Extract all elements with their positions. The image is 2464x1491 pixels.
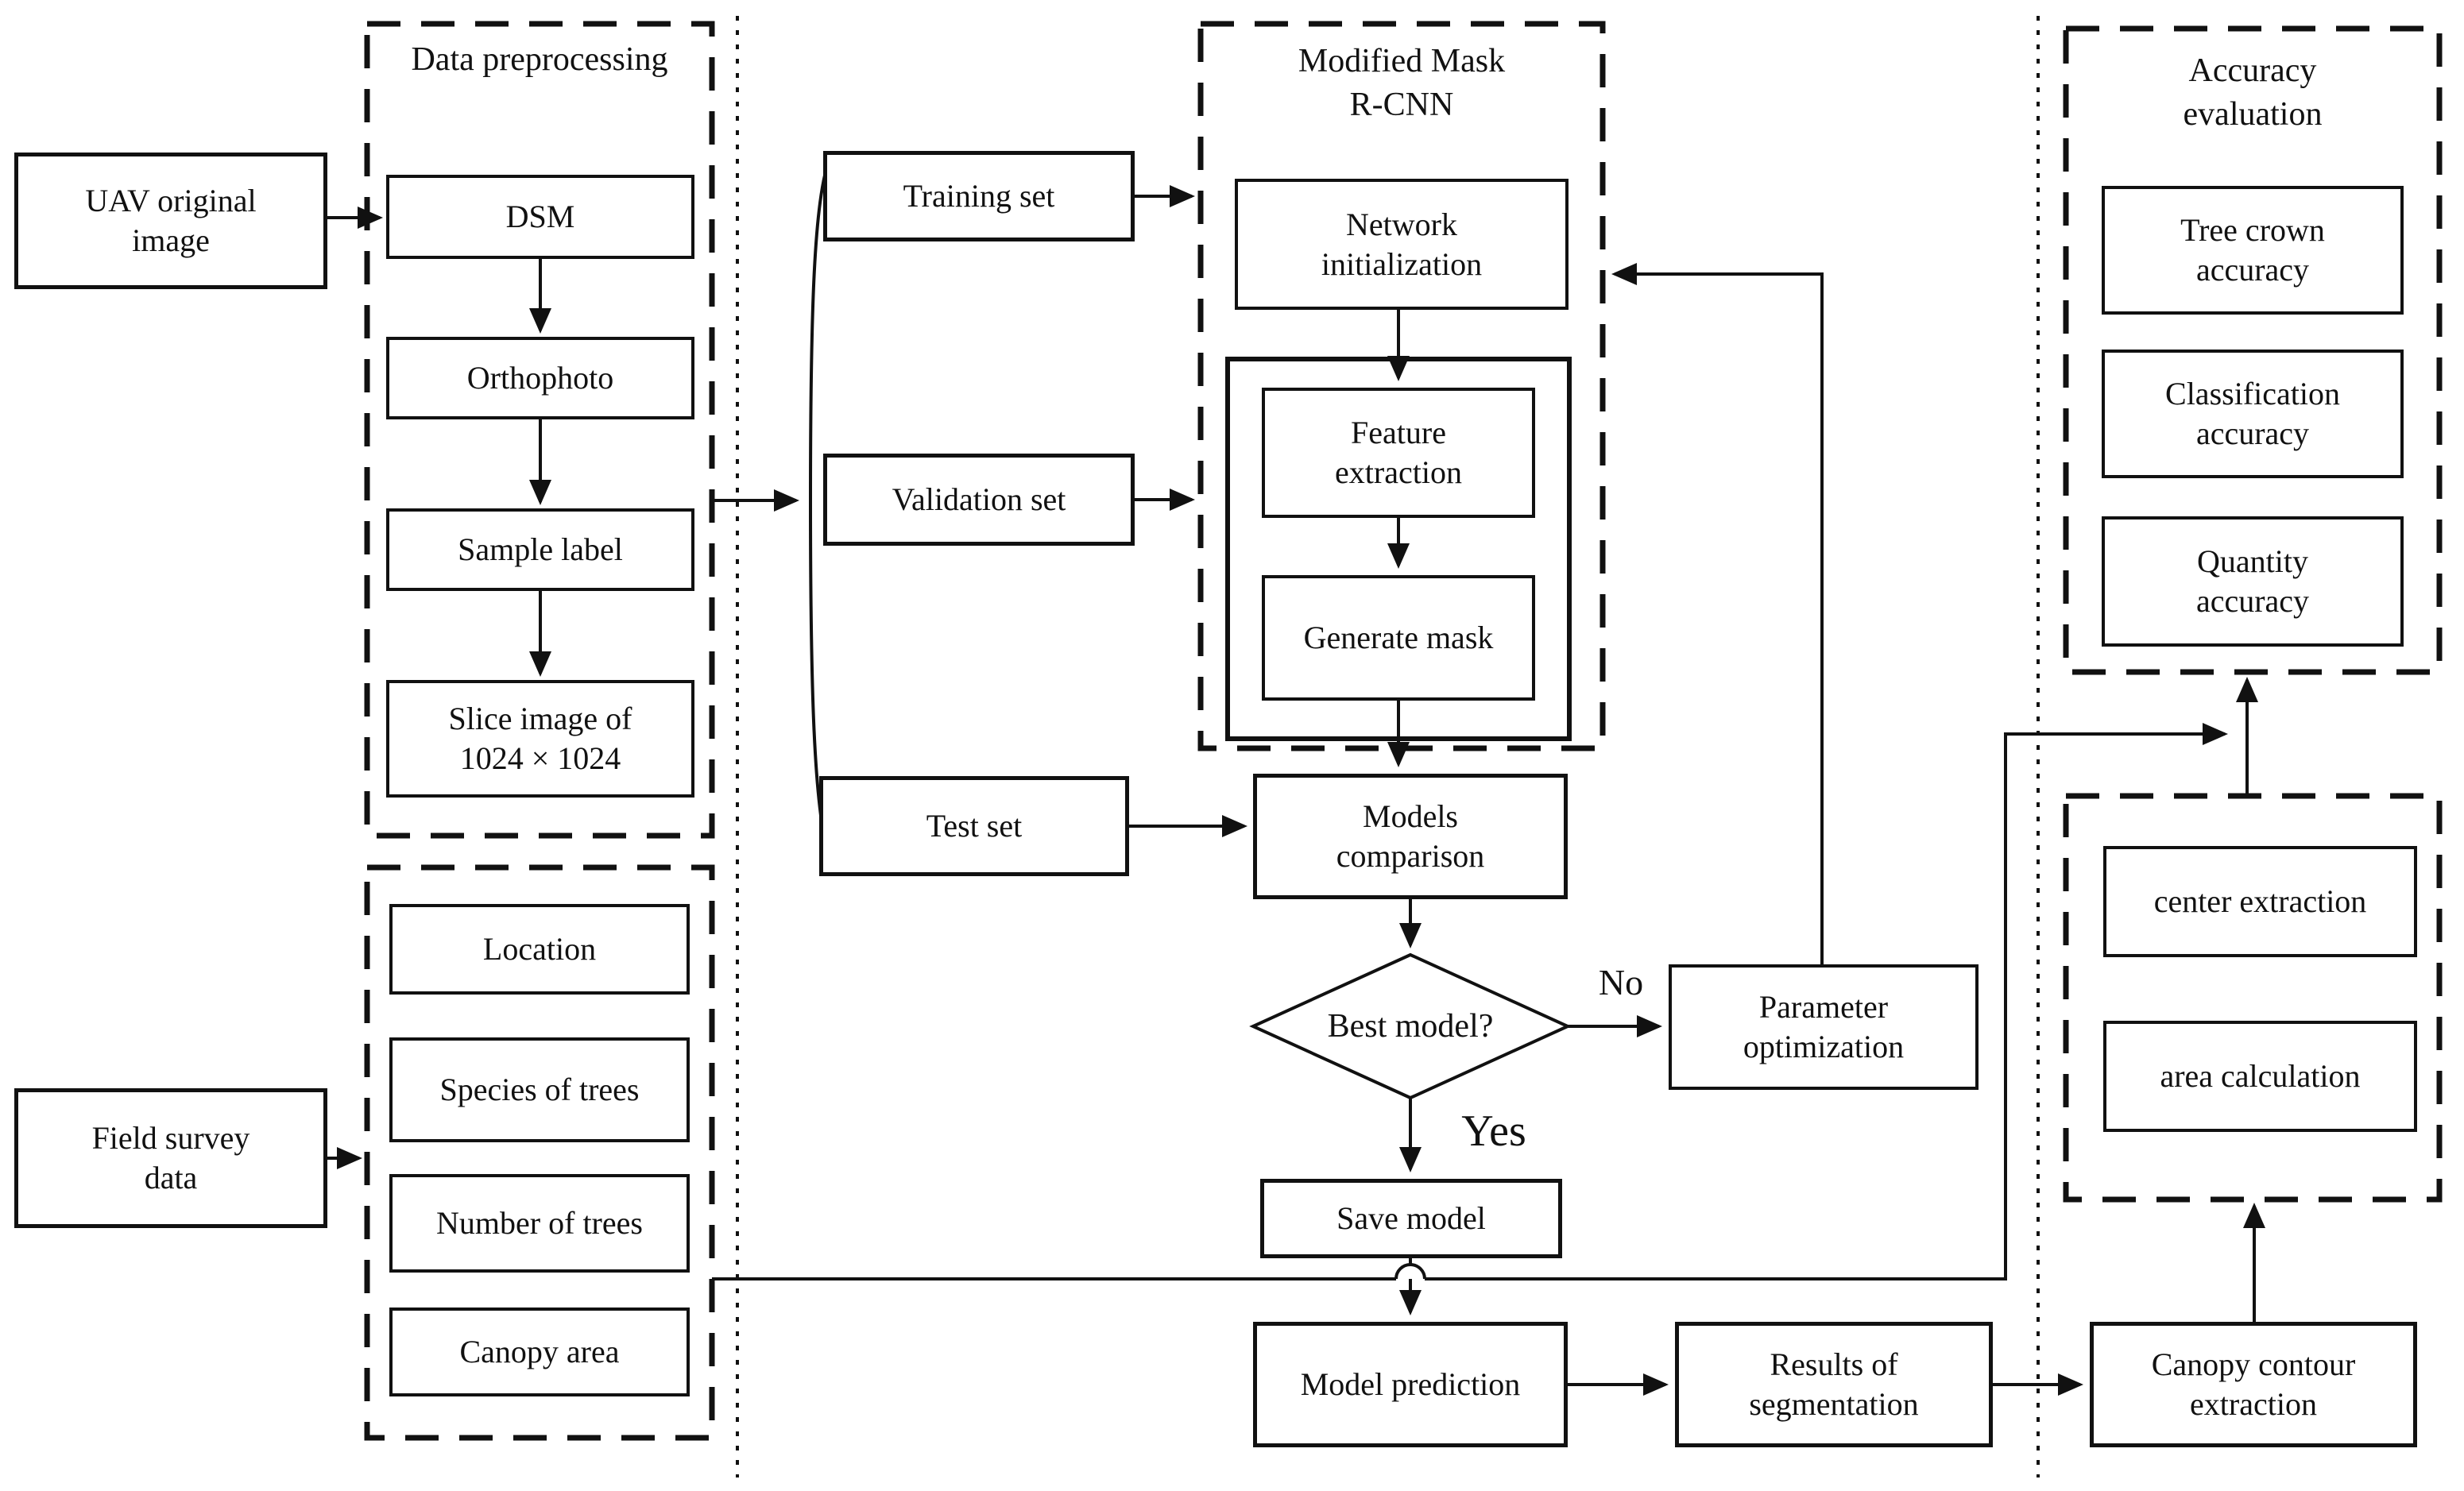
canopy-contour-extraction-node: Canopy contour extraction: [2090, 1322, 2417, 1447]
data-preprocessing-container: [364, 21, 715, 839]
results-of-segmentation-node: Results of segmentation: [1675, 1322, 1993, 1447]
yes-edge-label: Yes: [1461, 1107, 1526, 1156]
uav-original-image-node: UAV original image: [14, 153, 327, 289]
test-set-node: Test set: [819, 776, 1129, 876]
best-model-diamond: [1249, 952, 1572, 1100]
sample-label-node: Sample label: [386, 508, 694, 591]
canopy-area-node: Canopy area: [389, 1308, 690, 1396]
arrow-parameter-optimization-feedback-to-mask-rcnn: [1611, 263, 1824, 964]
tree-crown-accuracy-node: Tree crown accuracy: [2102, 186, 2404, 315]
dsm-node: DSM: [386, 175, 694, 259]
classification-accuracy-node: Classification accuracy: [2102, 350, 2404, 478]
feature-extraction-node: Feature extraction: [1262, 388, 1535, 518]
field-survey-data-node: Field survey data: [14, 1088, 327, 1228]
accuracy-evaluation-title: Accuracy evaluation: [2183, 52, 2323, 133]
data-preprocessing-title: Data preprocessing: [411, 41, 668, 78]
generate-mask-node: Generate mask: [1262, 575, 1535, 701]
models-comparison-node: Models comparison: [1253, 774, 1568, 899]
species-of-trees-node: Species of trees: [389, 1037, 690, 1142]
line-field-survey-to-accuracy-right: [1425, 723, 2228, 1280]
parameter-optimization-node: Parameter optimization: [1669, 964, 1979, 1090]
dataset-split-brace: [808, 155, 833, 860]
field-survey-group-container: [364, 864, 715, 1441]
no-edge-label: No: [1598, 962, 1644, 1002]
center-extraction-node: center extraction: [2103, 846, 2417, 957]
area-calculation-node: area calculation: [2103, 1021, 2417, 1132]
training-set-node: Training set: [823, 151, 1135, 241]
save-model-node: Save model: [1260, 1179, 1562, 1258]
mask-rcnn-title: Modified Mask R-CNN: [1298, 43, 1506, 123]
contour-metrics-group-container: [2063, 793, 2443, 1203]
quantity-accuracy-node: Quantity accuracy: [2102, 516, 2404, 647]
model-prediction-node: Model prediction: [1253, 1322, 1568, 1447]
validation-set-node: Validation set: [823, 454, 1135, 546]
number-of-trees-node: Number of trees: [389, 1174, 690, 1273]
best-model-decision-label: Best model?: [1327, 1008, 1494, 1045]
location-node: Location: [389, 904, 690, 995]
network-initialization-node: Network initialization: [1235, 179, 1569, 310]
line-crossing-bridge: [1394, 1263, 1426, 1280]
slice-image-node: Slice image of 1024 × 1024: [386, 680, 694, 798]
orthophoto-node: Orthophoto: [386, 337, 694, 419]
accuracy-evaluation-container: [2063, 25, 2443, 675]
